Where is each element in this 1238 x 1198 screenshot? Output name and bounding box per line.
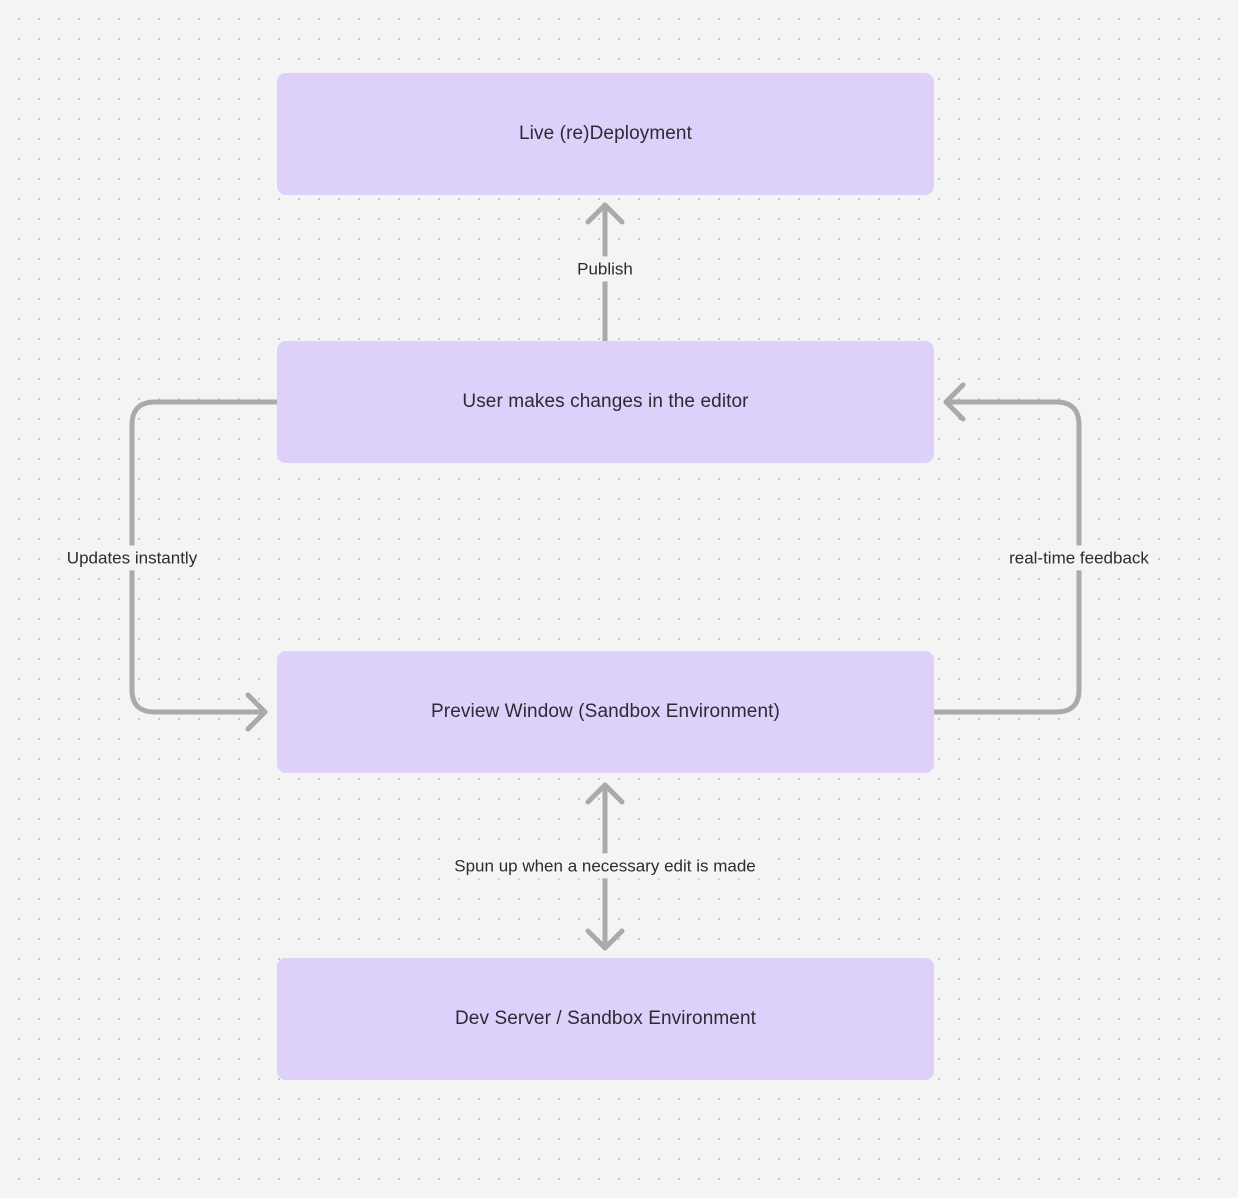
node-user-edits[interactable]: User makes changes in the editor <box>277 341 934 463</box>
edge-spun-up-arrowhead-down <box>585 928 625 951</box>
node-user-edits-label: User makes changes in the editor <box>462 390 749 412</box>
edge-label-real-time-feedback: real-time feedback <box>1002 545 1156 571</box>
edge-publish-arrowhead <box>585 202 625 225</box>
node-live-deployment[interactable]: Live (re)Deployment <box>277 73 934 195</box>
edge-spun-up-arrowhead-up <box>585 782 625 805</box>
edge-label-updates-instantly: Updates instantly <box>59 545 205 571</box>
edge-label-spun-up: Spun up when a necessary edit is made <box>447 853 763 879</box>
edge-label-publish: Publish <box>570 256 640 282</box>
node-dev-server-label: Dev Server / Sandbox Environment <box>454 1007 756 1029</box>
node-preview-window-label: Preview Window (Sandbox Environment) <box>431 700 780 722</box>
node-live-deployment-label: Live (re)Deployment <box>519 122 692 144</box>
node-dev-server[interactable]: Dev Server / Sandbox Environment <box>277 958 934 1080</box>
edge-real-time-feedback-arrowhead <box>943 382 966 422</box>
node-preview-window[interactable]: Preview Window (Sandbox Environment) <box>277 651 934 773</box>
edge-updates-instantly-arrowhead <box>245 692 268 732</box>
